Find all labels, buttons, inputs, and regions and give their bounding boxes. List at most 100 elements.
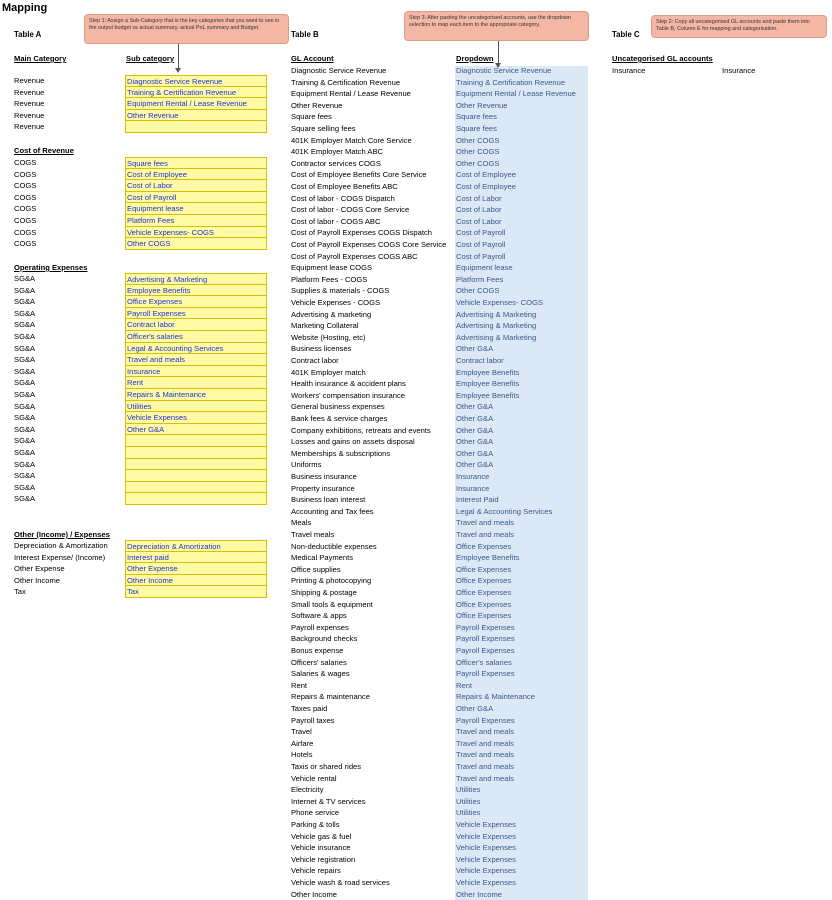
dropdown-select[interactable]: Office Expenses: [456, 588, 512, 597]
dropdown-select[interactable]: Advertising & Marketing: [456, 332, 537, 342]
sub-category-input[interactable]: [125, 493, 267, 505]
dropdown-select[interactable]: Travel and meals: [456, 518, 514, 528]
dropdown-select[interactable]: Legal & Accounting Services: [456, 506, 553, 516]
dropdown-select[interactable]: Other G&A: [456, 402, 494, 412]
dropdown-select[interactable]: Equipment lease: [456, 263, 513, 273]
sub-category-input[interactable]: Cost of Employee: [125, 168, 267, 181]
dropdown-select[interactable]: Platform Fees: [456, 274, 504, 284]
dropdown-select[interactable]: Other G&A: [456, 425, 494, 435]
dropdown-select[interactable]: Insurance: [456, 483, 490, 493]
dropdown-select[interactable]: Vehicle Expenses: [456, 831, 516, 841]
sub-category-input[interactable]: [125, 447, 267, 459]
sub-category-input[interactable]: Depreciation & Amortization: [125, 540, 267, 552]
sub-category-input[interactable]: Travel and meals: [125, 354, 267, 366]
sub-category-input[interactable]: Equipment lease: [125, 203, 267, 215]
dropdown-select[interactable]: Other COGS: [456, 158, 500, 168]
sub-category-input[interactable]: [125, 121, 267, 133]
dropdown-select[interactable]: Other COGS: [456, 147, 500, 157]
dropdown-select[interactable]: Cost of Employee: [456, 182, 516, 191]
dropdown-select[interactable]: Cost of Employee: [456, 170, 516, 180]
dropdown-select[interactable]: Travel and meals: [456, 530, 514, 539]
sub-category-input[interactable]: Legal & Accounting Services: [125, 342, 267, 355]
dropdown-select[interactable]: Other Revenue: [456, 100, 508, 110]
dropdown-select[interactable]: Contract labor: [456, 356, 504, 365]
dropdown-select[interactable]: Vehicle Expenses: [456, 820, 516, 829]
dropdown-select[interactable]: Square fees: [456, 124, 497, 133]
sub-category-input[interactable]: [125, 435, 267, 447]
dropdown-select[interactable]: Training & Certification Revenue: [456, 77, 566, 87]
sub-category-input[interactable]: Equipment Rental / Lease Revenue: [125, 98, 267, 110]
dropdown-select[interactable]: Payroll Expenses: [456, 669, 515, 679]
sub-category-input[interactable]: Other Income: [125, 574, 267, 587]
dropdown-select[interactable]: Employee Benefits: [456, 379, 520, 389]
sub-category-input[interactable]: Vehicle Expenses: [125, 412, 267, 424]
sub-category-input[interactable]: Other COGS: [125, 238, 267, 250]
sub-category-input[interactable]: Cost of Labor: [125, 180, 267, 192]
dropdown-select[interactable]: Vehicle Expenses: [456, 866, 516, 876]
dropdown-select[interactable]: Employee Benefits: [456, 367, 520, 377]
sub-category-input[interactable]: Diagnostic Service Revenue: [125, 75, 267, 87]
dropdown-select[interactable]: Travel and meals: [456, 750, 514, 760]
dropdown-select[interactable]: Cost of Payroll: [456, 228, 506, 238]
dropdown-select[interactable]: Other Income: [456, 889, 503, 899]
dropdown-select[interactable]: Other G&A: [456, 414, 494, 423]
sub-category-input[interactable]: Square fees: [125, 157, 267, 169]
dropdown-select[interactable]: Equipment Rental / Lease Revenue: [456, 89, 576, 99]
dropdown-select[interactable]: Square fees: [456, 112, 497, 122]
sub-category-input[interactable]: Interest paid: [125, 551, 267, 564]
dropdown-select[interactable]: Payroll Expenses: [456, 646, 515, 655]
dropdown-select[interactable]: Repairs & Maintenance: [456, 692, 535, 702]
dropdown-select[interactable]: Advertising & Marketing: [456, 309, 537, 319]
dropdown-select[interactable]: Office Expenses: [456, 576, 512, 586]
sub-category-input[interactable]: Vehicle Expenses- COGS: [125, 226, 267, 239]
sub-category-input[interactable]: Payroll Expenses: [125, 307, 267, 320]
dropdown-select[interactable]: Diagnostic Service Revenue: [456, 66, 552, 75]
dropdown-select[interactable]: Employee Benefits: [456, 390, 520, 400]
sub-category-input[interactable]: [125, 470, 267, 482]
dropdown-select[interactable]: Cost of Payroll: [456, 251, 506, 261]
dropdown-select[interactable]: Vehicle Expenses- COGS: [456, 298, 543, 307]
sub-category-input[interactable]: Other Expense: [125, 563, 267, 575]
dropdown-select[interactable]: Cost of Labor: [456, 216, 502, 226]
sub-category-input[interactable]: Other G&A: [125, 423, 267, 436]
sub-category-input[interactable]: Tax: [125, 586, 267, 598]
sub-category-input[interactable]: Office Expenses: [125, 296, 267, 308]
dropdown-select[interactable]: Other G&A: [456, 437, 494, 447]
dropdown-select[interactable]: Cost of Labor: [456, 205, 502, 215]
dropdown-select[interactable]: Cost of Labor: [456, 193, 502, 203]
dropdown-select[interactable]: Other COGS: [456, 135, 500, 145]
sub-category-input[interactable]: [125, 481, 267, 494]
dropdown-select[interactable]: Office Expenses: [456, 541, 512, 551]
dropdown-select[interactable]: Insurance: [456, 472, 490, 481]
dropdown-select[interactable]: Office Expenses: [456, 611, 512, 621]
dropdown-select[interactable]: Cost of Payroll: [456, 240, 506, 249]
dropdown-select[interactable]: Office Expenses: [456, 564, 512, 574]
dropdown-select[interactable]: Vehicle Expenses: [456, 843, 516, 853]
sub-category-input[interactable]: [125, 458, 267, 471]
sub-category-input[interactable]: Employee Benefits: [125, 284, 267, 297]
sub-category-input[interactable]: Rent: [125, 377, 267, 389]
dropdown-select[interactable]: Vehicle Expenses: [456, 854, 516, 864]
dropdown-select[interactable]: Payroll Expenses: [456, 715, 515, 725]
sub-category-input[interactable]: Repairs & Maintenance: [125, 389, 267, 401]
sub-category-input[interactable]: Advertising & Marketing: [125, 273, 267, 285]
sub-category-input[interactable]: Utilities: [125, 400, 267, 413]
dropdown-select[interactable]: Travel and meals: [456, 773, 514, 783]
dropdown-select[interactable]: Payroll Expenses: [456, 622, 515, 632]
dropdown-select[interactable]: Advertising & Marketing: [456, 321, 537, 331]
dropdown-select[interactable]: Utilities: [456, 808, 481, 818]
sub-category-input[interactable]: Cost of Payroll: [125, 191, 267, 204]
dropdown-select[interactable]: Office Expenses: [456, 599, 512, 609]
dropdown-select[interactable]: Utilities: [456, 785, 481, 795]
sub-category-input[interactable]: Officer's salaries: [125, 331, 267, 343]
dropdown-select[interactable]: Interest Paid: [456, 495, 499, 505]
dropdown-select[interactable]: Rent: [456, 680, 473, 690]
sub-category-input[interactable]: Platform Fees: [125, 215, 267, 227]
sub-category-input[interactable]: Insurance: [125, 365, 267, 378]
dropdown-select[interactable]: Other G&A: [456, 448, 494, 458]
dropdown-select[interactable]: Travel and meals: [456, 762, 514, 771]
dropdown-select[interactable]: Other G&A: [456, 460, 494, 470]
dropdown-select[interactable]: Travel and meals: [456, 727, 514, 737]
dropdown-select[interactable]: Travel and meals: [456, 738, 514, 748]
dropdown-select[interactable]: Other G&A: [456, 704, 494, 713]
